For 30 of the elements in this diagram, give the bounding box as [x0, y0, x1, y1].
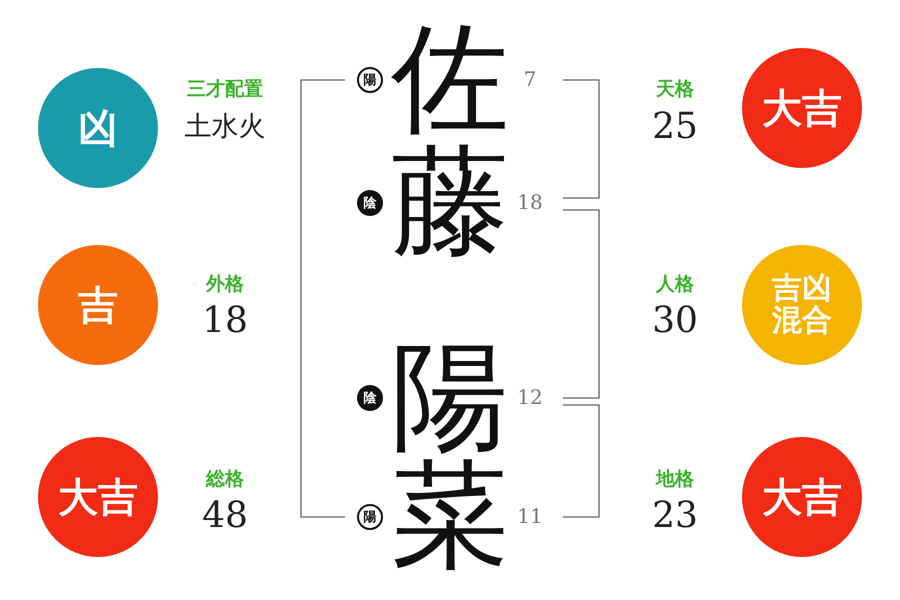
verdict-circle: 凶 [38, 68, 158, 188]
yang-mark: 陽 [357, 504, 383, 530]
stroke-count: 12 [516, 385, 544, 409]
stroke-count: 18 [516, 190, 544, 214]
stroke-count: 7 [522, 67, 538, 91]
category-label: 総格 [204, 467, 245, 492]
category-label: 三才配置 [186, 77, 264, 102]
name-character: 菜 [390, 455, 510, 575]
yin-mark: 陰 [357, 385, 383, 411]
name-character: 陽 [390, 336, 510, 456]
score-number: 48 [201, 495, 249, 536]
verdict-circle: 大吉 [742, 48, 862, 168]
category-label: 人格 [654, 272, 695, 297]
score-number: 18 [201, 300, 249, 341]
category-label: 地格 [654, 467, 695, 492]
element-text: 土水火 [184, 110, 266, 144]
name-character: 佐 [390, 18, 510, 138]
verdict-circle: 吉凶混合 [742, 245, 862, 365]
category-label: 外格 [204, 272, 245, 297]
verdict-circle: 大吉 [742, 437, 862, 557]
stroke-count: 11 [516, 504, 544, 528]
yang-mark: 陽 [357, 67, 383, 93]
category-label: 天格 [654, 77, 695, 102]
verdict-circle: 大吉 [38, 437, 158, 557]
score-number: 25 [651, 106, 699, 147]
verdict-circle: 吉 [38, 245, 158, 365]
score-number: 23 [651, 495, 699, 536]
name-character: 藤 [390, 141, 510, 261]
yin-mark: 陰 [357, 190, 383, 216]
score-number: 30 [651, 300, 699, 341]
